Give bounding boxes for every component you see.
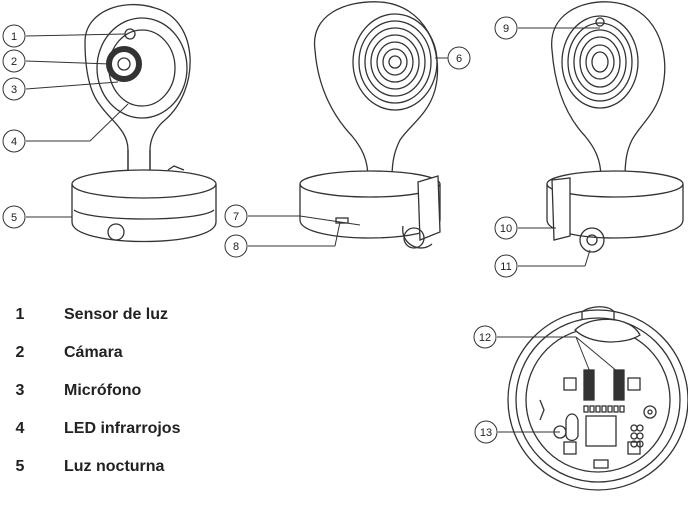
- legend-label: Sensor de luz: [64, 306, 169, 323]
- svg-text:7: 7: [233, 211, 239, 223]
- callout-4: 4: [2, 129, 26, 153]
- legend-label: LED infrarrojos: [64, 420, 181, 437]
- camera-front-view: [71, 4, 217, 243]
- svg-text:1: 1: [11, 31, 17, 43]
- callout-5: 5: [2, 205, 26, 229]
- svg-text:9: 9: [503, 23, 509, 35]
- legend-label: Cámara: [64, 344, 123, 361]
- callout-9: 9: [494, 16, 518, 40]
- callout-7: 7: [224, 204, 248, 228]
- callout-2: 2: [2, 49, 26, 73]
- legend-number: 4: [15, 420, 25, 437]
- svg-text:5: 5: [11, 212, 17, 224]
- legend-number: 3: [15, 382, 25, 399]
- callout-markers: 1 2 3 4 5 6 7 8 9 10 11 12 13: [2, 16, 518, 444]
- camera-bottom-view: [507, 306, 688, 491]
- callout-11: 11: [494, 254, 518, 278]
- callout-6: 6: [447, 46, 471, 70]
- leader-lines: [25, 27, 619, 433]
- callout-10: 10: [494, 216, 518, 240]
- callout-12: 12: [473, 325, 497, 349]
- svg-text:12: 12: [479, 332, 491, 344]
- svg-text:6: 6: [456, 53, 462, 65]
- svg-text:2: 2: [11, 56, 17, 68]
- callout-8: 8: [224, 234, 248, 258]
- svg-text:11: 11: [500, 261, 511, 273]
- legend-label: Micrófono: [64, 382, 142, 399]
- camera-back-view: [299, 1, 441, 249]
- legend-number: 5: [15, 458, 25, 475]
- callout-1: 1: [2, 24, 26, 48]
- legend-number: 2: [15, 344, 25, 361]
- svg-text:4: 4: [11, 136, 17, 148]
- legend-number: 1: [15, 306, 25, 323]
- svg-text:8: 8: [233, 241, 239, 253]
- svg-text:13: 13: [480, 427, 492, 439]
- camera-side-view: [546, 1, 684, 253]
- callout-13: 13: [474, 420, 498, 444]
- svg-text:3: 3: [11, 84, 17, 96]
- svg-text:10: 10: [500, 223, 512, 235]
- callout-3: 3: [2, 77, 26, 101]
- legend-label: Luz nocturna: [64, 458, 165, 475]
- pin-row: [583, 405, 625, 413]
